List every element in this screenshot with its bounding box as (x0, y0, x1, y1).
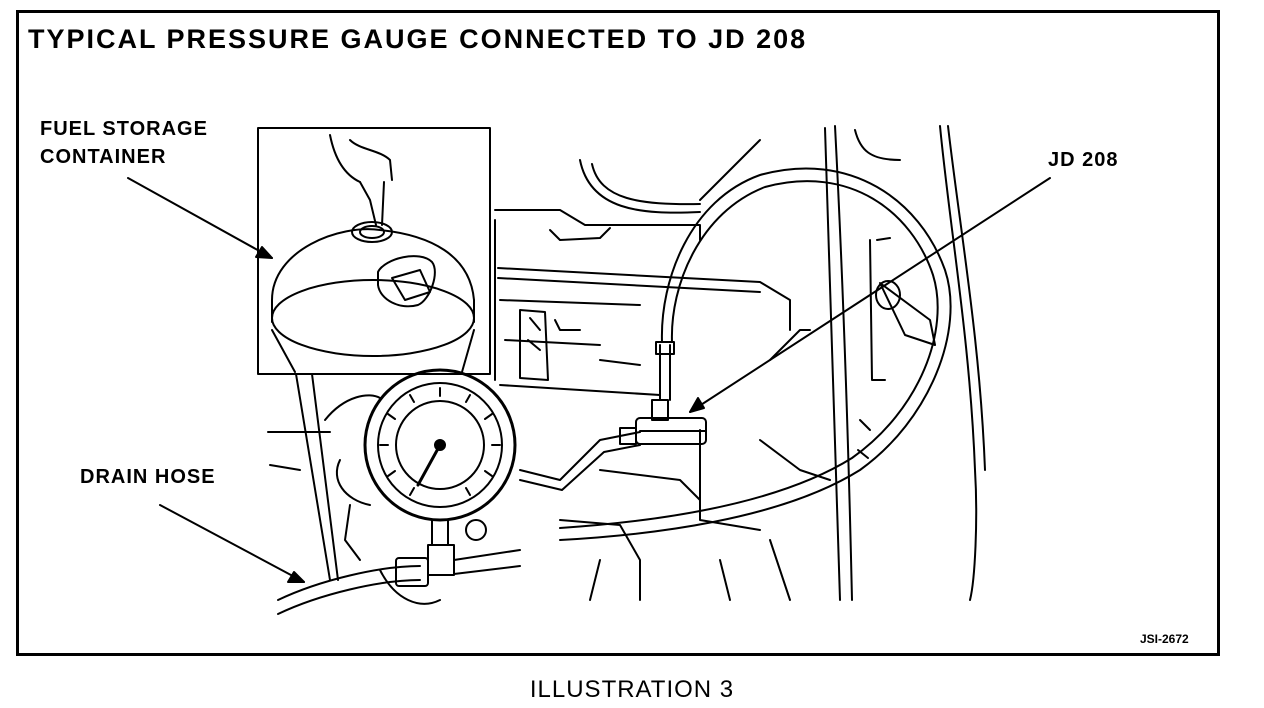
fuel-storage-container (257, 127, 491, 581)
arrow-drain-hose (159, 504, 305, 583)
jd208-adapter (619, 341, 707, 445)
illustration-frame (16, 10, 1220, 656)
pressure-gauge (324, 368, 517, 605)
engine-bay (267, 125, 986, 601)
label-jd208: JD 208 (1048, 149, 1119, 171)
arrow-fuel-container (127, 177, 273, 259)
illustration-caption: ILLUSTRATION 3 (529, 676, 735, 703)
drain-hose (277, 549, 521, 615)
label-fuel-storage: FUEL STORAGE (40, 118, 208, 140)
label-container: CONTAINER (40, 146, 167, 168)
label-drain-hose: DRAIN HOSE (80, 466, 216, 488)
arrow-jd208 (689, 177, 1051, 413)
callout-arrows (127, 177, 1051, 583)
gauge-hose-loop (559, 167, 952, 541)
diagram-title: TYPICAL PRESSURE GAUGE CONNECTED TO JD 2… (28, 24, 808, 54)
figure-code: JSI-2672 (1140, 632, 1189, 646)
